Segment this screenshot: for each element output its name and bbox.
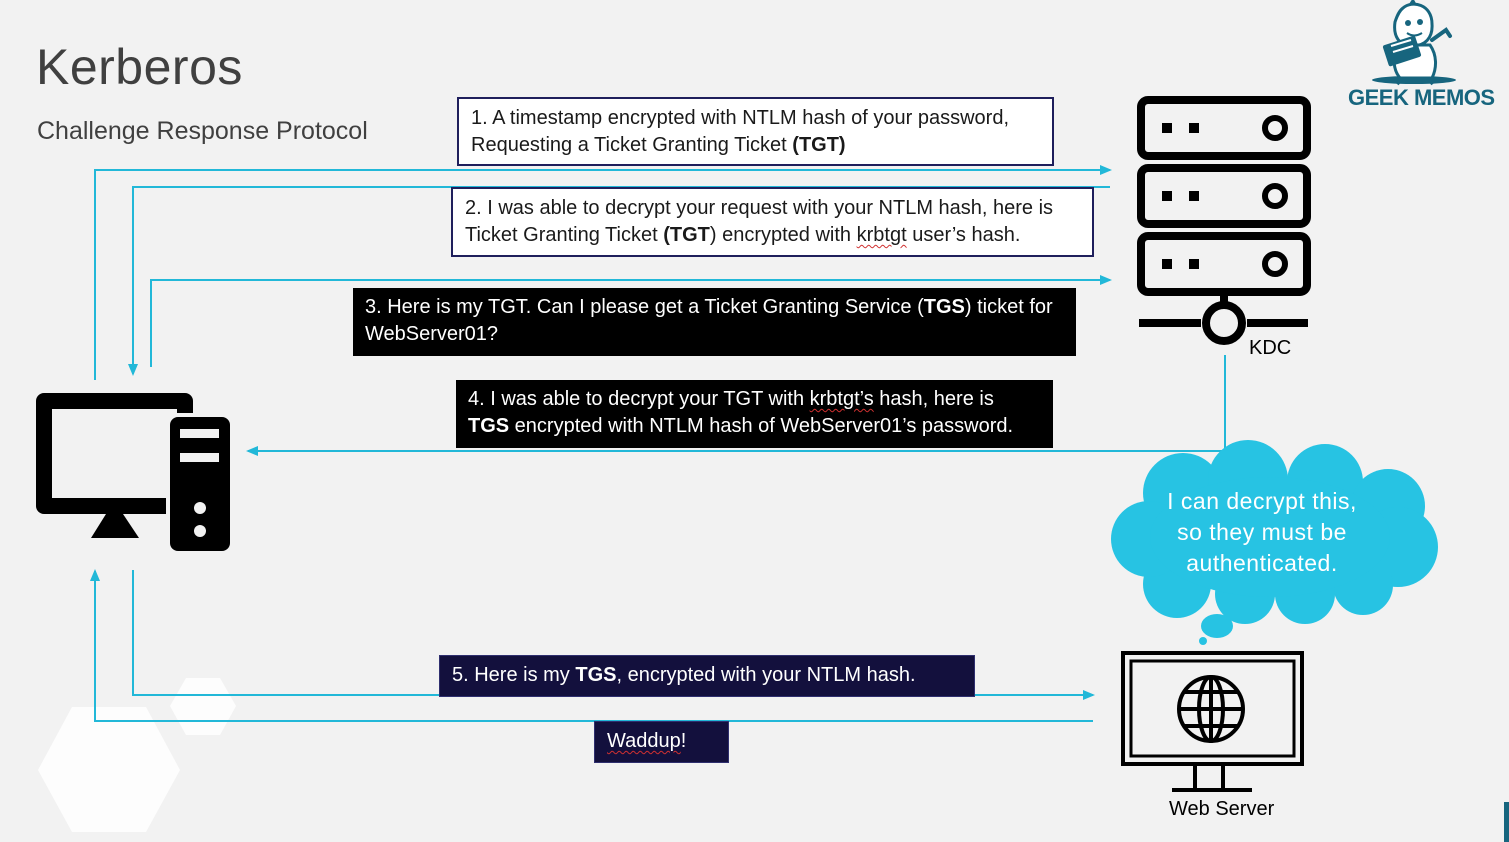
arrow-1-client-to-kdc (94, 165, 1112, 380)
message-2-line-1: 2. I was able to decrypt your request wi… (465, 197, 1054, 219)
message-3-line-2: WebServer01? (365, 323, 499, 345)
logo-text: GEEK MEMOS (1348, 85, 1495, 110)
hexagon-large (38, 707, 180, 832)
message-1-line-1: 1. A timestamp encrypted with NTLM hash … (471, 107, 1010, 129)
geek-memos-logo-icon (1372, 0, 1456, 86)
thought-line-1: I can decrypt this, (1167, 488, 1357, 514)
web-server-label: Web Server (1169, 798, 1275, 820)
slide-subtitle: Challenge Response Protocol (37, 117, 368, 145)
message-4-line-1: 4. I was able to decrypt your TGT with k… (468, 388, 994, 410)
message-2-box: 2. I was able to decrypt your request wi… (451, 187, 1094, 257)
slide-title: Kerberos (36, 39, 243, 95)
message-5-text: 5. Here is my TGS, encrypted with your N… (452, 664, 916, 686)
message-6-box: Waddup! (594, 721, 729, 763)
server-rack-icon (1137, 96, 1311, 345)
globe-icon (1177, 675, 1245, 743)
thought-line-3: authenticated. (1186, 550, 1338, 576)
message-4-box: 4. I was able to decrypt your TGT with k… (456, 380, 1053, 448)
message-5-box: 5. Here is my TGS, encrypted with your N… (439, 655, 975, 697)
message-2-line-2: Ticket Granting Ticket (TGT) encrypted w… (465, 224, 1021, 246)
kdc-label: KDC (1249, 337, 1292, 359)
message-1-box: 1. A timestamp encrypted with NTLM hash … (457, 97, 1054, 166)
hexagon-small (170, 678, 236, 735)
web-server-icon (1121, 651, 1304, 792)
message-3-line-1: 3. Here is my TGT. Can I please get a Ti… (365, 296, 1053, 318)
message-4-line-2: TGS encrypted with NTLM hash of WebServe… (468, 415, 1014, 437)
message-6-text: Waddup! (607, 730, 687, 752)
thought-bubble-text: I can decrypt this, so they must be auth… (1138, 486, 1386, 579)
message-1-line-2: Requesting a Ticket Granting Ticket (TGT… (471, 134, 846, 156)
message-3-box: 3. Here is my TGT. Can I please get a Ti… (353, 288, 1076, 356)
decorative-hexagons (38, 678, 236, 832)
thought-line-2: so they must be (1177, 519, 1347, 545)
arrow-3-client-to-kdc (150, 275, 1112, 367)
corner-accent (1504, 802, 1509, 842)
computer-icon (36, 393, 230, 551)
arrow-6-webserver-to-client (90, 569, 1093, 722)
thought-bubble-cloud (1111, 440, 1438, 645)
